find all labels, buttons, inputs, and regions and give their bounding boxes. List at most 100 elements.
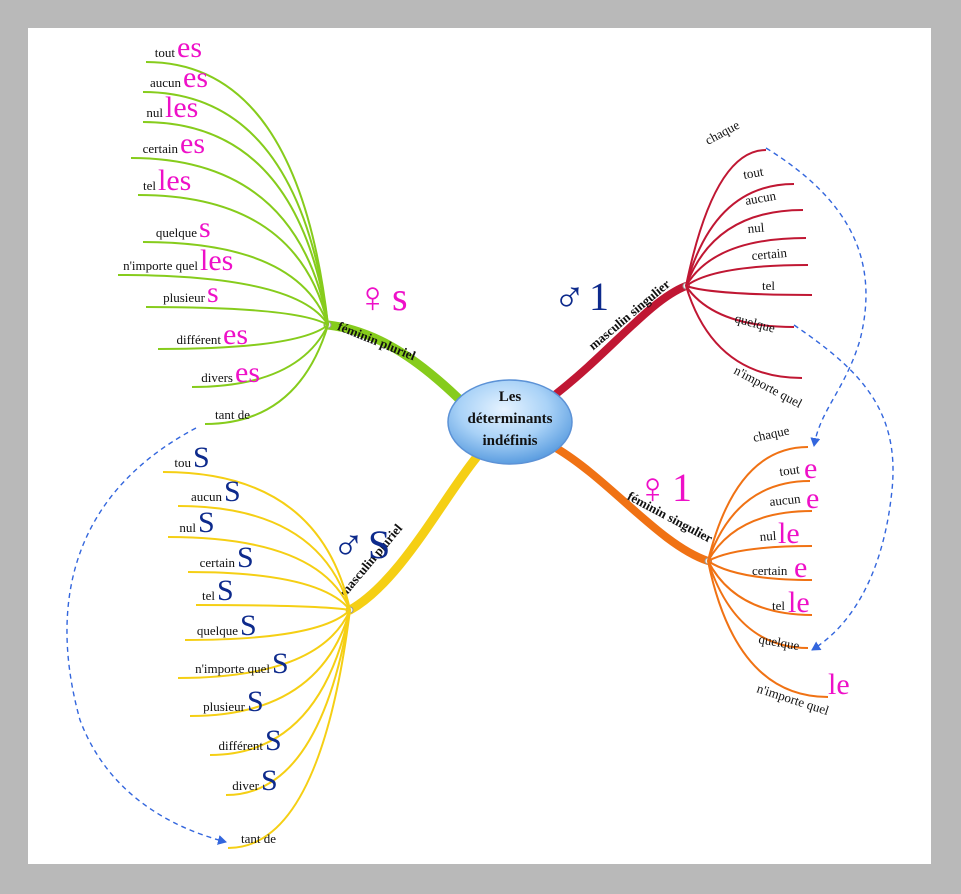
masc_singular-item[interactable]: nul [747,220,765,236]
fem_plural-item-suffix: les [165,91,198,124]
fem_singular-item-suffix: e [804,452,817,485]
masc_singular-item-word: n'importe quel [732,362,806,411]
masc_singular-item[interactable]: tel [762,278,775,293]
masc_plural-item-word: tel [202,588,215,603]
fem_plural-branch-line [157,324,329,350]
relation-arrows [66,147,894,845]
arrow-chaque-to-chaque [765,147,867,447]
masc_plural-item[interactable]: tant de [241,831,276,846]
symbol-letter: 1 [589,274,609,319]
fem_plural-item-suffix: les [200,244,233,277]
fem_singular-item-suffix: le [788,586,810,619]
fem_singular-branch-line [707,480,811,562]
fem_plural-branch-line [204,324,329,425]
fem_plural-item-word: tout [155,45,176,60]
masc_plural-item-word: n'importe quel [195,661,270,676]
masc_plural-branch-line [189,609,351,717]
trunk-feminin-singulier [552,444,712,565]
fem_plural-branch-line [142,91,329,326]
masc_plural-item-suffix: S [193,441,210,474]
masc_plural-item-suffix: S [265,724,282,757]
fem_plural-branch-line [137,194,329,326]
masc_singular-item[interactable]: chaque [702,117,742,148]
masc_plural-branch-line [195,604,351,611]
fem_plural-item-suffix: es [183,61,208,94]
male-symbol-icon: ♂ [332,521,365,570]
masc_singular-branch-line [685,285,813,296]
fem_plural-item-suffix: s [199,211,211,244]
masc_plural-item-suffix: S [217,574,234,607]
central-topic[interactable]: Les déterminants indéfinis [447,379,573,465]
fem_singular-item-word: aucun [769,491,802,509]
masc_plural-item-word: tou [174,455,191,470]
masc_singular-item-word: certain [751,245,788,263]
fem_plural-item[interactable]: tant de [215,407,250,422]
masc_singular-branch-line [685,209,804,287]
female-symbol-icon: ♀ [356,273,389,322]
fem_singular-branch-line [707,560,813,581]
masc_plural-item-word: certain [200,555,236,570]
fem_singular-branch-line [707,446,809,562]
arrow-tant-de-to-tant-de [66,427,227,845]
masc_singular-branch-line [685,285,795,328]
trunk-feminin-pluriel [323,320,463,403]
fem_singular-branch-line [707,560,829,698]
fem_singular-item[interactable]: quelque [757,631,800,653]
masc_singular-item[interactable]: certain [751,245,788,263]
female-symbol-icon: ♀ [636,464,669,513]
central-topic-bubble [447,379,573,465]
fem_singular-branch-line [707,560,809,649]
symbol-letter: s [392,274,408,319]
fem_singular-item[interactable]: chaque [752,423,791,445]
central-topic-line-1: Les [499,389,522,405]
fem_plural-item-suffix: es [180,127,205,160]
masc_singular-item[interactable]: aucun [744,188,778,208]
masc_plural-branch-line [177,505,351,611]
masc_plural-item-suffix: S [198,506,215,539]
fem_singular-item-word: quelque [757,631,800,653]
fem_plural-item-word: certain [143,141,179,156]
masc_singular-item[interactable]: quelque [733,310,777,335]
masc_plural-branch-line [167,536,351,611]
masc_singular-item-word: quelque [733,310,777,335]
masc_plural-item-word: aucun [191,489,223,504]
fem_plural-item-suffix: es [235,356,260,389]
masc_singular-item[interactable]: n'importe quel [732,362,806,411]
fem_plural-item-suffix: es [177,31,202,64]
masc_plural-item-suffix: S [272,647,289,680]
masc_singular-item[interactable]: tout [742,164,765,182]
masc_plural-item-suffix: S [224,475,241,508]
masc_singular-item-word: tel [762,278,775,293]
fem_singular-item-word: tout [778,461,800,479]
central-topic-line-2: déterminants [468,411,553,427]
masc_plural-branch-line [162,471,351,611]
masc_singular-branch-line [685,237,807,287]
fem_plural-item-word: aucun [150,75,182,90]
masc_plural-branch-line [187,571,351,611]
